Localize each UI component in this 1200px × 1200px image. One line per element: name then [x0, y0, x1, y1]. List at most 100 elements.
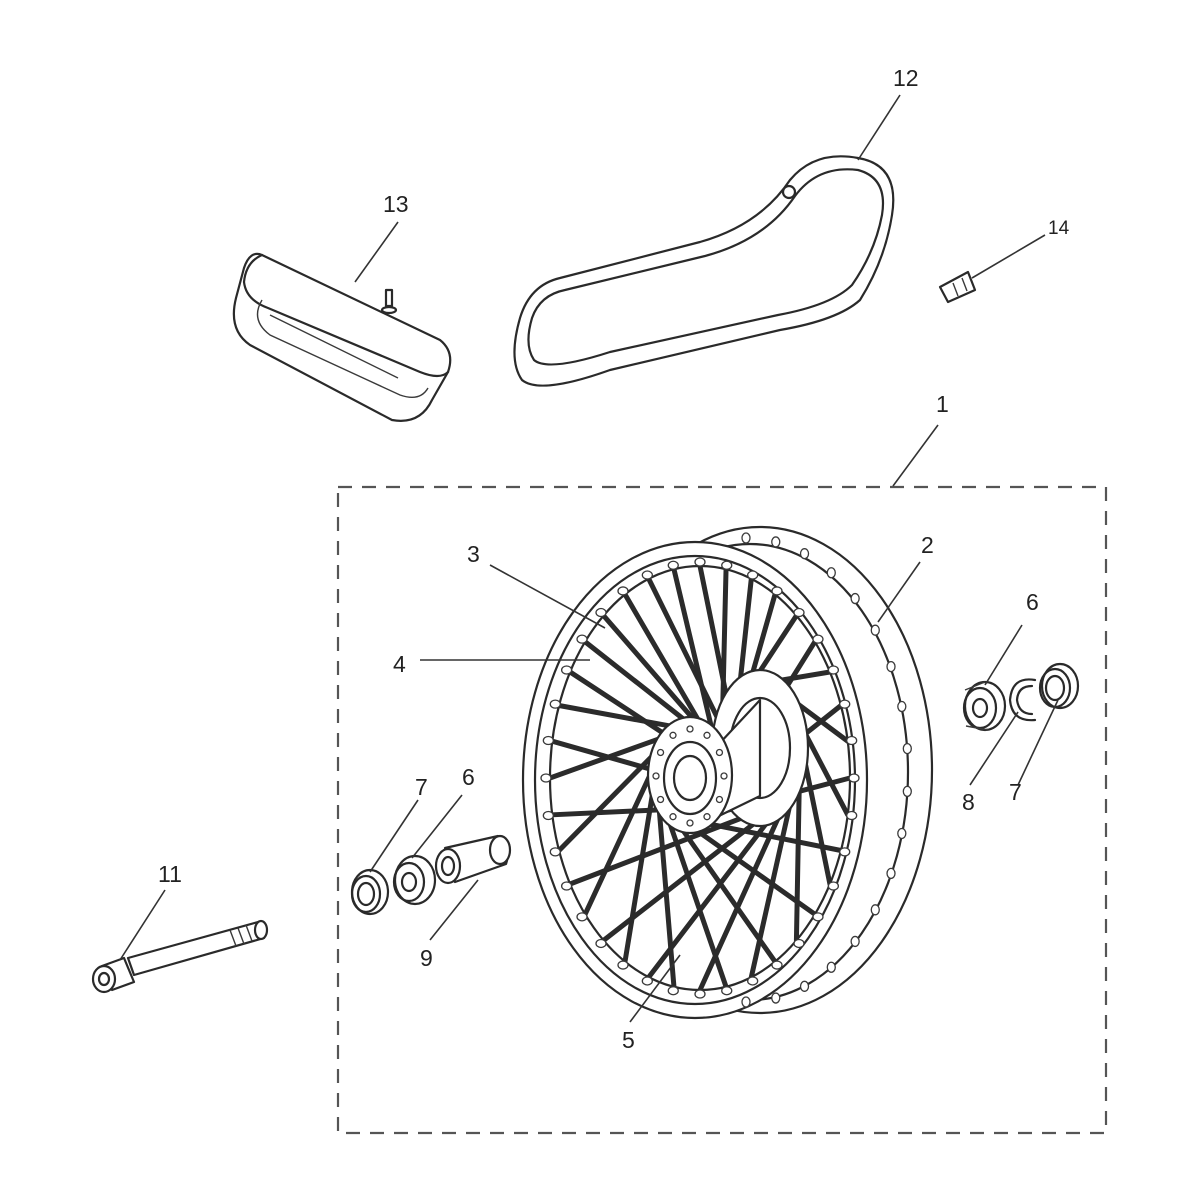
rim-hole-16 [771, 992, 781, 1004]
callout-3: 3 [467, 541, 480, 567]
rim-hole-10 [897, 827, 907, 840]
rim-hole-9 [902, 785, 912, 798]
nipple-30 [771, 586, 783, 596]
spoke-11 [646, 801, 784, 980]
hub-hole-1 [715, 795, 724, 804]
hub-hole-2 [703, 813, 711, 821]
nipple-9 [694, 989, 706, 999]
callout-7-left: 7 [415, 774, 428, 800]
rim-hole-3 [826, 567, 836, 579]
nipple-5 [793, 938, 805, 949]
nipple-8 [721, 986, 733, 996]
nipple-22 [576, 634, 588, 644]
nipple-35 [846, 735, 858, 746]
spacer [434, 834, 512, 885]
spoke-15 [567, 810, 757, 887]
callout-6-left: 6 [462, 764, 475, 790]
nipple-34 [839, 699, 851, 709]
bearing-right [962, 680, 1007, 732]
callout-14: 14 [1048, 218, 1070, 239]
seal-right [1038, 662, 1080, 710]
rim-hole-2 [799, 548, 810, 560]
nipple-2 [839, 847, 851, 857]
hub-hole-6 [652, 772, 660, 780]
valve-clip [938, 270, 977, 304]
inner-tube [232, 252, 452, 422]
spoke-29 [736, 576, 754, 695]
nipple-3 [827, 881, 840, 891]
callout-13: 13 [383, 191, 409, 217]
nipple-32 [812, 634, 824, 644]
callout-7-right: 7 [1009, 779, 1022, 805]
rim-hole-12 [870, 904, 880, 916]
nipple-12 [617, 960, 629, 970]
nipple-15 [560, 881, 573, 891]
hub-hole-0 [720, 772, 728, 780]
nipple-25 [641, 570, 653, 580]
rim-hole-8 [902, 742, 912, 755]
hub-hole-4 [669, 813, 677, 821]
spoke-14 [582, 762, 658, 917]
callout-1: 1 [936, 391, 949, 417]
hub-hole-11 [715, 748, 724, 757]
rim-hole-15 [799, 980, 810, 992]
callout-11: 11 [158, 861, 182, 887]
nipple-1 [846, 810, 858, 821]
nipple-24 [617, 586, 629, 596]
rim-hole-0 [741, 532, 751, 544]
hub-hole-9 [686, 725, 694, 733]
nipples [540, 532, 912, 1008]
nipple-14 [576, 912, 588, 922]
rim-hole-13 [850, 935, 860, 948]
spoke-26 [671, 566, 717, 741]
hub-spoke-holes [652, 725, 728, 827]
callout-12: 12 [893, 65, 919, 91]
nipple-21 [560, 665, 573, 675]
nipple-28 [721, 560, 733, 570]
rim-tape [513, 155, 895, 387]
nipple-0 [848, 773, 860, 783]
rim-hole-7 [897, 700, 907, 713]
rim-hole-17 [741, 996, 751, 1008]
callout-6-right: 6 [1026, 589, 1039, 615]
hub-hole-3 [686, 819, 694, 827]
nipple-6 [771, 960, 783, 970]
nipple-33 [827, 665, 840, 675]
spoke-22 [582, 639, 694, 728]
nipple-17 [542, 810, 554, 821]
hub-hole-5 [656, 795, 665, 804]
hub-hole-8 [669, 731, 677, 739]
nipple-4 [812, 912, 824, 922]
spoke-25 [646, 576, 725, 730]
rim-hole-11 [886, 867, 896, 880]
nipple-7 [747, 976, 759, 986]
nipple-29 [747, 570, 759, 580]
rim-hole-4 [850, 592, 860, 605]
rim-hole-14 [826, 961, 836, 973]
callout-8: 8 [962, 789, 975, 815]
bearing-left [392, 854, 437, 906]
seal-left [350, 868, 390, 916]
hub-hole-10 [703, 731, 711, 739]
rim-hole-1 [771, 536, 781, 548]
nipple-10 [667, 986, 679, 996]
leader-lines [119, 94, 1059, 1023]
spoke-13 [601, 810, 771, 943]
callout-2: 2 [921, 532, 934, 558]
nipple-23 [595, 607, 607, 618]
rim-hole-5 [870, 624, 880, 636]
nipple-27 [694, 557, 706, 567]
nipple-26 [667, 560, 679, 570]
nipple-18 [540, 773, 552, 783]
callout-4: 4 [393, 651, 406, 677]
circlip [1008, 678, 1037, 722]
spoke-20 [556, 702, 682, 731]
wheel-assembly-box [336, 485, 1108, 1135]
nipple-20 [549, 699, 561, 709]
rim-hole-6 [886, 660, 896, 673]
nipple-13 [595, 938, 607, 949]
nipple-31 [793, 607, 805, 618]
nipple-19 [542, 735, 554, 746]
wheel [521, 525, 934, 1020]
nipple-11 [641, 976, 653, 986]
